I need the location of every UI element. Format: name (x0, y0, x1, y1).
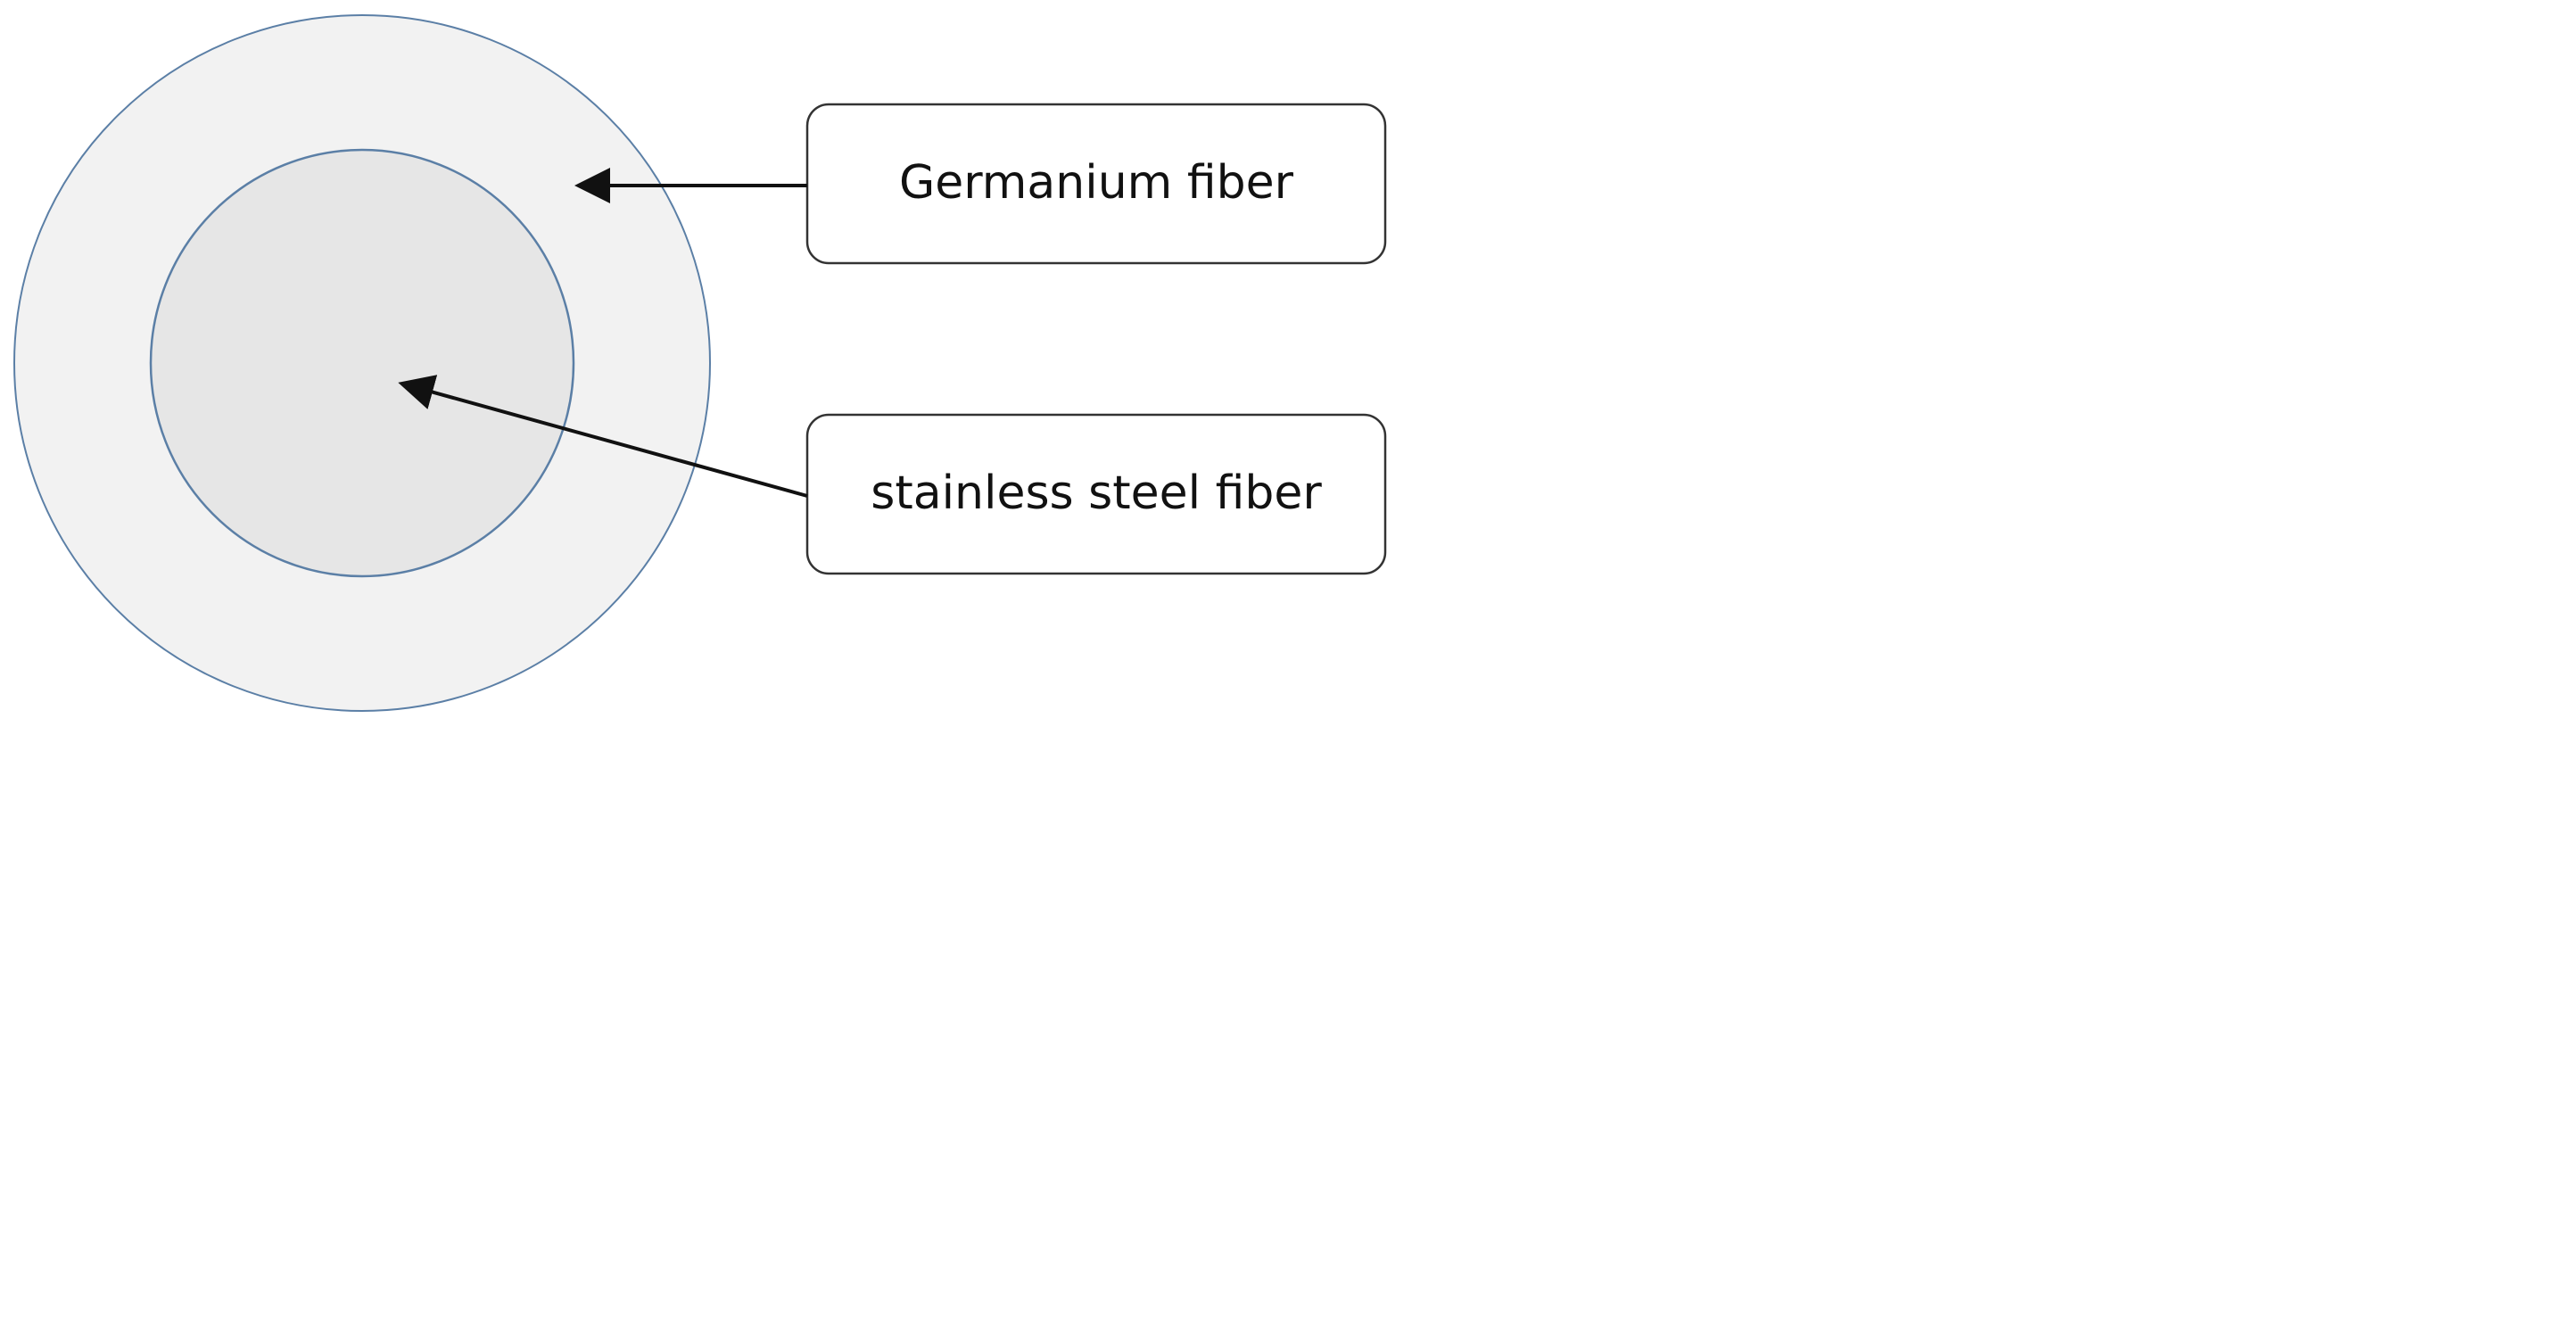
callout-stainless-steel-fiber: stainless steel fiber (805, 413, 1387, 575)
arrow-to-inner-core (398, 375, 808, 498)
inner-core-circle (149, 148, 575, 578)
fiber-cross-section-diagram: Germanium fiber stainless steel fiber (13, 14, 1387, 712)
label-germanium-fiber: Germanium fiber (899, 156, 1294, 210)
callout-germanium-fiber: Germanium fiber (805, 103, 1387, 265)
label-stainless-steel-fiber: stainless steel fiber (871, 467, 1322, 520)
